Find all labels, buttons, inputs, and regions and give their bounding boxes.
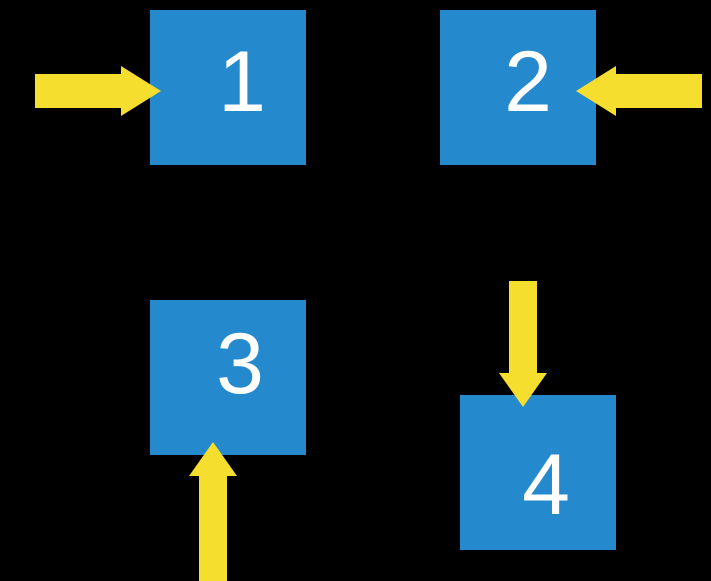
arrow-left-shape bbox=[576, 66, 702, 116]
node-1-label: 1 bbox=[218, 33, 266, 130]
diagram-node-1[interactable]: 1 bbox=[150, 10, 306, 165]
diagram-node-4[interactable]: 4 bbox=[460, 395, 616, 550]
diagram-node-2[interactable]: 2 bbox=[440, 10, 596, 165]
arrow-up-into-node-3 bbox=[183, 442, 243, 581]
arrow-right-shape bbox=[35, 66, 161, 116]
node-4-label: 4 bbox=[522, 436, 570, 533]
arrow-right-into-node-1 bbox=[35, 66, 161, 116]
node-3-label: 3 bbox=[216, 315, 264, 412]
diagram-node-3[interactable]: 3 bbox=[150, 300, 306, 455]
arrow-left-into-node-2 bbox=[576, 66, 702, 116]
arrow-down-shape bbox=[499, 281, 547, 407]
node-2-label: 2 bbox=[504, 33, 552, 130]
arrow-up-shape bbox=[189, 442, 237, 581]
arrow-down-into-node-4 bbox=[493, 281, 553, 407]
